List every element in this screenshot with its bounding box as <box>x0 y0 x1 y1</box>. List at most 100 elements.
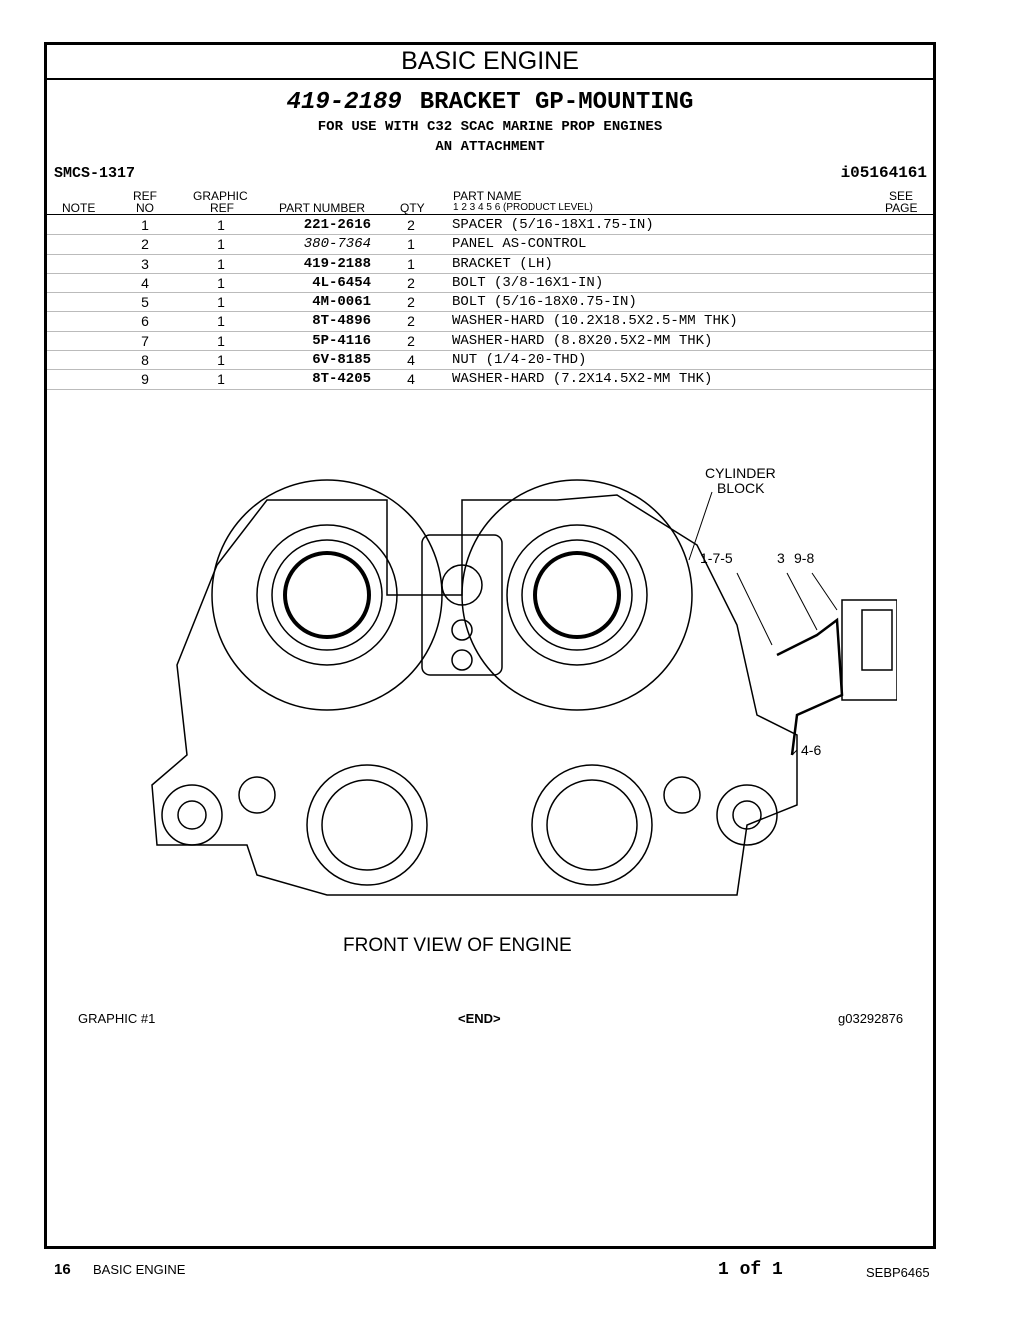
callout-1-7-5: 1-7-5 <box>700 550 733 566</box>
lower-left-bore <box>306 764 428 886</box>
part-name: BOLT (3/8-16X1-IN) <box>452 274 604 291</box>
part-number: 8T-4205 <box>312 371 371 388</box>
doc-id: SEBP6465 <box>866 1265 930 1280</box>
right-bore-inner <box>533 551 621 639</box>
graphic-ref: 1 <box>217 255 225 272</box>
ref-no: 7 <box>141 332 149 349</box>
group-subtitle-1: FOR USE WITH C32 SCAC MARINE PROP ENGINE… <box>317 119 663 135</box>
quantity: 2 <box>407 332 415 349</box>
quantity: 4 <box>407 371 415 388</box>
graphic-label: GRAPHIC #1 <box>78 1011 156 1026</box>
table-row: 2 1 380-7364 1 PANEL AS-CONTROL <box>47 235 933 255</box>
drawing-caption: FRONT VIEW OF ENGINE <box>343 935 572 956</box>
ref-no: 8 <box>141 352 149 369</box>
graphic-ref: 1 <box>217 274 225 291</box>
right-idler <box>663 776 701 814</box>
engine-drawing: CYLINDER BLOCK 1-7-5 3 9-8 2 4-6 <box>151 465 897 896</box>
label-cylinder-2: BLOCK <box>717 480 765 496</box>
left-bore <box>271 539 383 651</box>
group-subtitle-2: AN ATTACHMENT <box>435 139 545 155</box>
graphic-ref: 1 <box>217 371 225 388</box>
header-rule <box>47 214 933 215</box>
end-marker: <END> <box>458 1011 501 1026</box>
quantity: 1 <box>407 236 415 253</box>
lower-left-bore-inner <box>321 779 413 871</box>
center-plate <box>421 534 503 676</box>
graphic-ref: 1 <box>217 236 225 253</box>
part-number: 419-2188 <box>303 255 371 272</box>
header-ref-1: REF <box>133 189 157 203</box>
graphic-ref: 1 <box>217 217 225 233</box>
header-note: NOTE <box>62 201 96 215</box>
part-name: PANEL AS-CONTROL <box>452 236 587 253</box>
part-name: BOLT (5/16-18X0.75-IN) <box>452 294 637 311</box>
part-name: BRACKET (LH) <box>452 255 553 272</box>
left-pulley-hub <box>177 800 207 830</box>
left-bore-inner <box>283 551 371 639</box>
leader-cylinder-block <box>688 491 713 561</box>
right-cover <box>461 479 693 711</box>
ref-no: 5 <box>141 294 149 311</box>
header-graphic-1: GRAPHIC <box>193 189 248 203</box>
leader-4-6 <box>791 749 798 756</box>
right-bore <box>521 539 633 651</box>
control-panel <box>841 599 897 701</box>
ref-no: 1 <box>141 217 149 233</box>
ref-no: 9 <box>141 371 149 388</box>
housing-outline <box>151 494 798 896</box>
quantity: 2 <box>407 294 415 311</box>
right-pulley-hub <box>732 800 762 830</box>
part-number: 4M-0061 <box>312 294 371 311</box>
part-number: 6V-8185 <box>312 352 371 369</box>
part-number: 8T-4896 <box>312 313 371 330</box>
part-name: NUT (1/4-20-THD) <box>452 352 587 369</box>
mounting-bracket <box>776 617 844 756</box>
graphic-ref: 1 <box>217 352 225 369</box>
center-hole-2 <box>451 619 473 641</box>
header-see-2: PAGE <box>885 201 918 215</box>
group-name: BRACKET GP-MOUNTING <box>419 89 694 116</box>
quantity: 1 <box>407 255 415 272</box>
left-pulley <box>161 784 223 846</box>
graphic-ref: 1 <box>217 294 225 311</box>
right-cover-ring <box>506 524 648 666</box>
control-panel-face <box>861 609 893 671</box>
table-row: 8 1 6V-8185 4 NUT (1/4-20-THD) <box>47 351 933 371</box>
header-product-level: 1 2 3 4 5 6 (PRODUCT LEVEL) <box>453 202 593 213</box>
ref-no: 2 <box>141 236 149 253</box>
footer-section: BASIC ENGINE <box>93 1262 186 1277</box>
callout-3: 3 <box>777 550 785 566</box>
left-cover <box>211 479 443 711</box>
header-ref-2: NO <box>136 201 154 215</box>
quantity: 4 <box>407 352 415 369</box>
section-title: BASIC ENGINE <box>47 45 933 80</box>
lower-right-bore <box>531 764 653 886</box>
part-number: 380-7364 <box>303 236 371 253</box>
left-cover-ring <box>256 524 398 666</box>
quantity: 2 <box>407 217 415 233</box>
header-part-name: PART NAME <box>453 189 522 203</box>
right-pulley <box>716 784 778 846</box>
header-graphic-2: REF <box>210 201 234 215</box>
header-part-number: PART NUMBER <box>279 201 366 215</box>
part-name: WASHER-HARD (10.2X18.5X2.5-MM THK) <box>452 313 738 330</box>
part-number: 4L-6454 <box>312 274 371 291</box>
page-number: 16 <box>54 1261 71 1278</box>
table-row: 3 1 419-2188 1 BRACKET (LH) <box>47 255 933 274</box>
smcs-code: SMCS-1317 <box>54 165 136 182</box>
ref-no: 6 <box>141 313 149 330</box>
graphic-id: g03292876 <box>838 1011 904 1026</box>
illustration-id: i05164161 <box>840 164 927 182</box>
leader-3 <box>786 572 818 631</box>
callout-4-6: 4-6 <box>801 742 821 758</box>
ref-no: 3 <box>141 255 149 272</box>
part-name: WASHER-HARD (8.8X20.5X2-MM THK) <box>452 332 713 349</box>
left-idler <box>238 776 276 814</box>
